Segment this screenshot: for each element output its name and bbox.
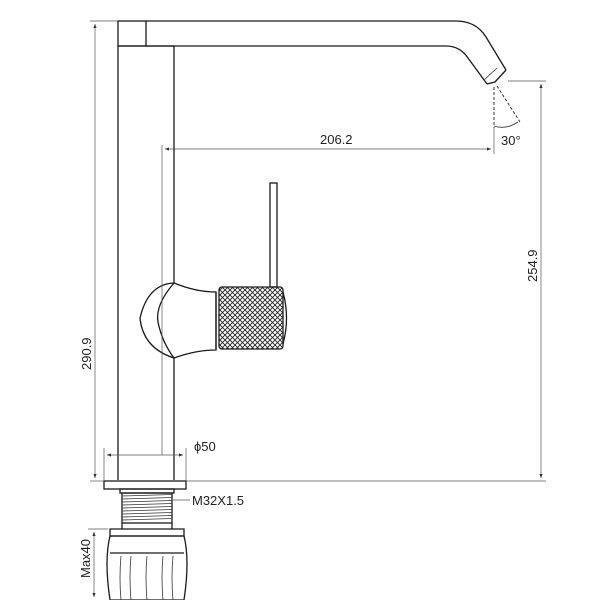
side-bulge-outer (139, 282, 175, 359)
handle-assembly (139, 182, 288, 359)
label-thread-size: M32X1.5 (192, 493, 244, 508)
nut-ribs (119, 555, 174, 601)
lever-handle (269, 182, 278, 288)
thread-line (121, 494, 173, 497)
column-cap (117, 20, 147, 47)
base-flange (103, 480, 187, 490)
label-total-height: 290.9 (79, 337, 94, 370)
nut-rib (129, 555, 132, 601)
nut-plate (109, 528, 185, 537)
spout-top (146, 20, 507, 71)
nut-rib (161, 555, 164, 601)
spout-bottom (146, 45, 488, 85)
thread-line (121, 518, 173, 521)
nut-body (106, 535, 188, 601)
stream-angled (496, 85, 521, 123)
angle-arc (493, 121, 519, 128)
faucet-body (117, 20, 507, 480)
thread-line (121, 509, 173, 512)
label-spout-reach: 206.2 (320, 132, 353, 147)
thread-line (121, 497, 173, 500)
dimension-lines (88, 20, 546, 597)
label-base-diameter: ϕ50 (194, 439, 216, 454)
nut-rib (171, 555, 174, 601)
body-curve (173, 282, 217, 359)
label-spout-height: 254.9 (525, 249, 540, 282)
base-assembly (103, 480, 188, 601)
thread-line (121, 515, 173, 518)
label-spout-angle: 30° (501, 133, 521, 148)
thread-line (121, 506, 173, 509)
knurled-grip (218, 286, 284, 350)
thread-line (121, 512, 173, 515)
label-max-deck: Max40 (78, 539, 93, 578)
nut-rib (119, 555, 122, 601)
thread-line (121, 500, 173, 503)
nut-rib (145, 555, 148, 601)
water-stream (493, 85, 521, 128)
grip-end-cap (282, 291, 288, 345)
thread-lines (121, 494, 173, 521)
spout-outlet (486, 69, 507, 85)
thread-line (121, 503, 173, 506)
side-bulge-inner (156, 282, 175, 359)
spout-aerator-line (483, 67, 498, 81)
